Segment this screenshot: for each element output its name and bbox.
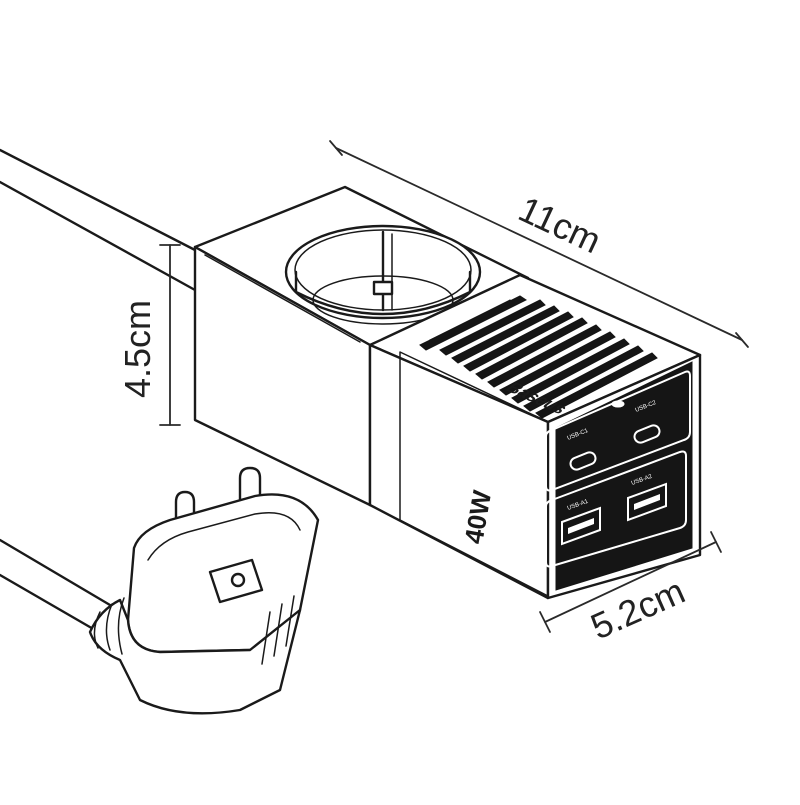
length-label: 11cm bbox=[513, 188, 608, 261]
usb-a1-port[interactable] bbox=[561, 506, 601, 546]
rear-cable bbox=[0, 148, 197, 292]
dimension-height: 4.5cm bbox=[117, 244, 181, 426]
schuko-plug bbox=[88, 466, 320, 715]
usb-c1-port[interactable] bbox=[569, 451, 598, 472]
plug-cable bbox=[0, 538, 112, 632]
charger-module: Baseus 40W bbox=[368, 273, 702, 600]
ac-socket bbox=[284, 224, 482, 325]
cooling-vents bbox=[419, 295, 658, 419]
usb-c2-port[interactable] bbox=[633, 424, 662, 445]
height-label: 4.5cm bbox=[117, 300, 158, 398]
usb-a2-port[interactable] bbox=[627, 482, 667, 522]
